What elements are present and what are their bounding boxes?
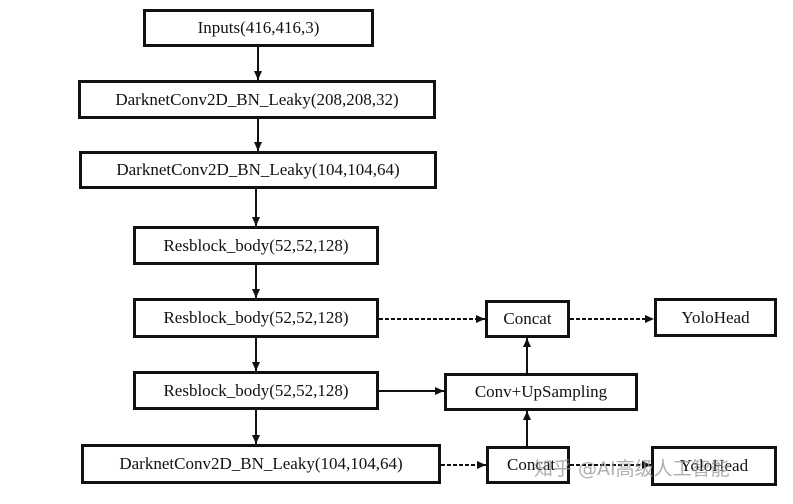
node-concat-bottom: Concat [486, 446, 570, 484]
node-conv1: DarknetConv2D_BN_Leaky(208,208,32) [78, 80, 436, 119]
node-conv3-label: DarknetConv2D_BN_Leaky(104,104,64) [119, 454, 403, 473]
node-res2: Resblock_body(52,52,128) [133, 298, 379, 338]
node-res3: Resblock_body(52,52,128) [133, 371, 379, 410]
node-yolohead-bottom-label: YoloHead [679, 456, 749, 475]
node-res1: Resblock_body(52,52,128) [133, 226, 379, 265]
node-concat-top-label: Concat [503, 309, 552, 328]
node-conv1-label: DarknetConv2D_BN_Leaky(208,208,32) [115, 89, 399, 109]
node-concat-top: Concat [485, 300, 570, 338]
node-yolohead-bottom: YoloHead [651, 446, 777, 486]
node-concat-bottom-label: Concat [507, 455, 556, 474]
node-upsample-label: Conv+UpSampling [474, 382, 608, 401]
node-yolohead-top: YoloHead [654, 298, 777, 337]
node-conv2-label: DarknetConv2D_BN_Leaky(104,104,64) [116, 160, 400, 179]
node-conv2: DarknetConv2D_BN_Leaky(104,104,64) [79, 151, 437, 189]
node-upsample: Conv+UpSampling [444, 373, 638, 411]
node-conv3: DarknetConv2D_BN_Leaky(104,104,64) [81, 444, 441, 484]
node-res2-label: Resblock_body(52,52,128) [163, 308, 349, 327]
node-inputs-label: Inputs(416,416,3) [197, 18, 320, 37]
node-yolohead-top-label: YoloHead [681, 307, 750, 327]
node-res3-label: Resblock_body(52,52,128) [163, 380, 349, 400]
node-res1-label: Resblock_body(52,52,128) [163, 235, 349, 255]
node-inputs: Inputs(416,416,3) [143, 9, 374, 47]
